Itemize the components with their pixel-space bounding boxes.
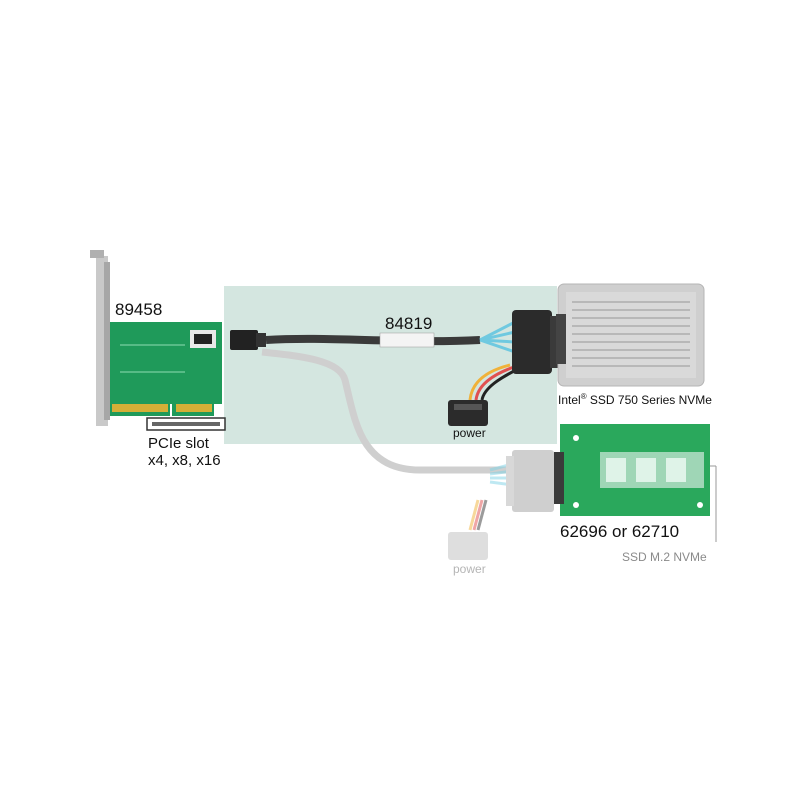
faded-cable [261,348,520,474]
power-connector [448,400,488,426]
intel-ssd [556,283,705,387]
m2-adapter-board [554,424,717,542]
power-label-faded: power [453,562,486,576]
m2-desc-label: SSD M.2 NVMe [622,550,707,564]
adapter-card-label: 89458 [115,300,163,319]
intel-ssd-label: Intel® SSD 750 Series NVMe [558,392,712,407]
faded-u2-connector [512,450,554,512]
m2-board-label: 62696 or 62710 [560,522,680,541]
u2-connector [512,310,558,374]
black-cable [230,330,481,350]
faded-power-connector [448,532,488,560]
pcie-slot-label-line1: PCIe slot [148,435,209,452]
pcie-slot [146,417,226,431]
power-label: power [453,426,486,440]
faded-fanout [468,460,521,531]
pcie-slot-label-line2: x4, x8, x16 [148,452,221,469]
pcie-adapter-card [90,250,222,426]
cable-label: 84819 [385,314,433,333]
highlight-area [224,286,557,444]
fanout-wires [468,320,519,401]
